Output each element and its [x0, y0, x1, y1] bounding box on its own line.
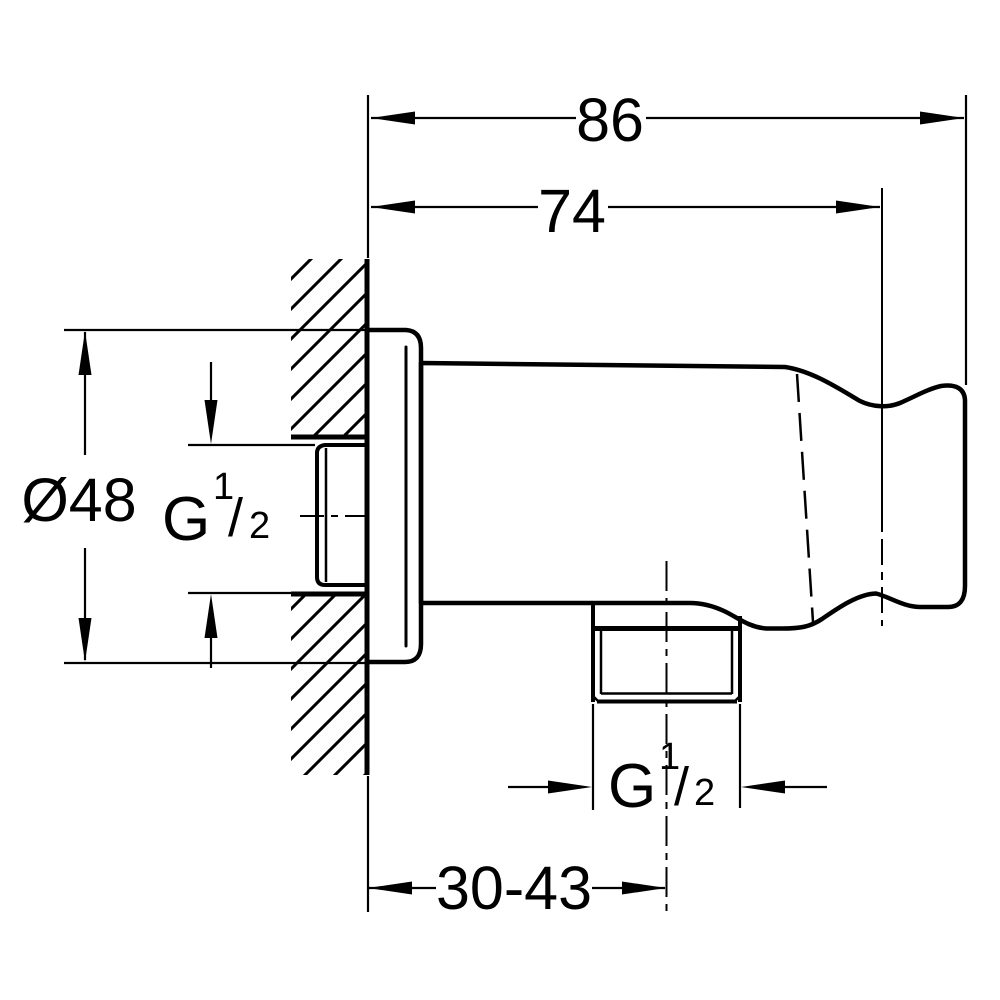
arrowhead-74-right — [836, 200, 880, 214]
arrowhead-inlet-bottom — [204, 594, 218, 638]
inlet-thread-denominator: 2 — [249, 505, 270, 547]
arrowhead-outlet-left — [548, 780, 592, 794]
arrowhead-3043-right — [622, 881, 666, 895]
dim-diameter-label: Ø48 — [21, 466, 136, 534]
arrowhead-inlet-top — [204, 400, 218, 444]
arrowhead-86-right — [920, 111, 964, 125]
outlet-thread-numerator: 1 — [659, 736, 680, 778]
outlet-thread-G: G — [608, 752, 656, 821]
dim-30-43-label: 30-43 — [436, 854, 592, 922]
callout-outlet-thread: G 1 / 2 — [508, 736, 827, 821]
dim-30-43: 30-43 — [368, 854, 666, 922]
dim-diameter-48: Ø48 — [21, 331, 137, 662]
arrowhead-48-bottom — [78, 618, 92, 662]
dim-86: 86 — [371, 86, 964, 154]
arrowhead-3043-left — [368, 881, 412, 895]
inlet-thread-numerator: 1 — [213, 466, 234, 508]
inlet-thread-G: G — [162, 485, 210, 554]
arrowhead-48-top — [78, 331, 92, 375]
callout-inlet-thread: G 1 / 2 — [162, 362, 270, 668]
outlet-thread-slash: / — [674, 757, 689, 817]
outlet-thread-denominator: 2 — [694, 772, 715, 814]
extension-lines — [64, 95, 968, 912]
escutcheon-flange — [365, 327, 424, 665]
holder-tangency-dashed-line — [795, 373, 815, 623]
wall-hatching — [291, 259, 366, 775]
inlet-thread-slash: / — [228, 488, 243, 548]
arrowhead-outlet-right — [741, 780, 785, 794]
centerlines — [300, 188, 883, 911]
wall-surface-line — [291, 259, 370, 775]
arrowhead-74-left — [371, 200, 415, 214]
dim-86-label: 86 — [576, 86, 644, 154]
outlet-thread — [591, 603, 742, 704]
arrowhead-86-left — [371, 111, 415, 125]
dim-74-label: 74 — [538, 177, 606, 245]
elbow-body-outline — [418, 360, 968, 631]
dim-74: 74 — [371, 177, 880, 245]
